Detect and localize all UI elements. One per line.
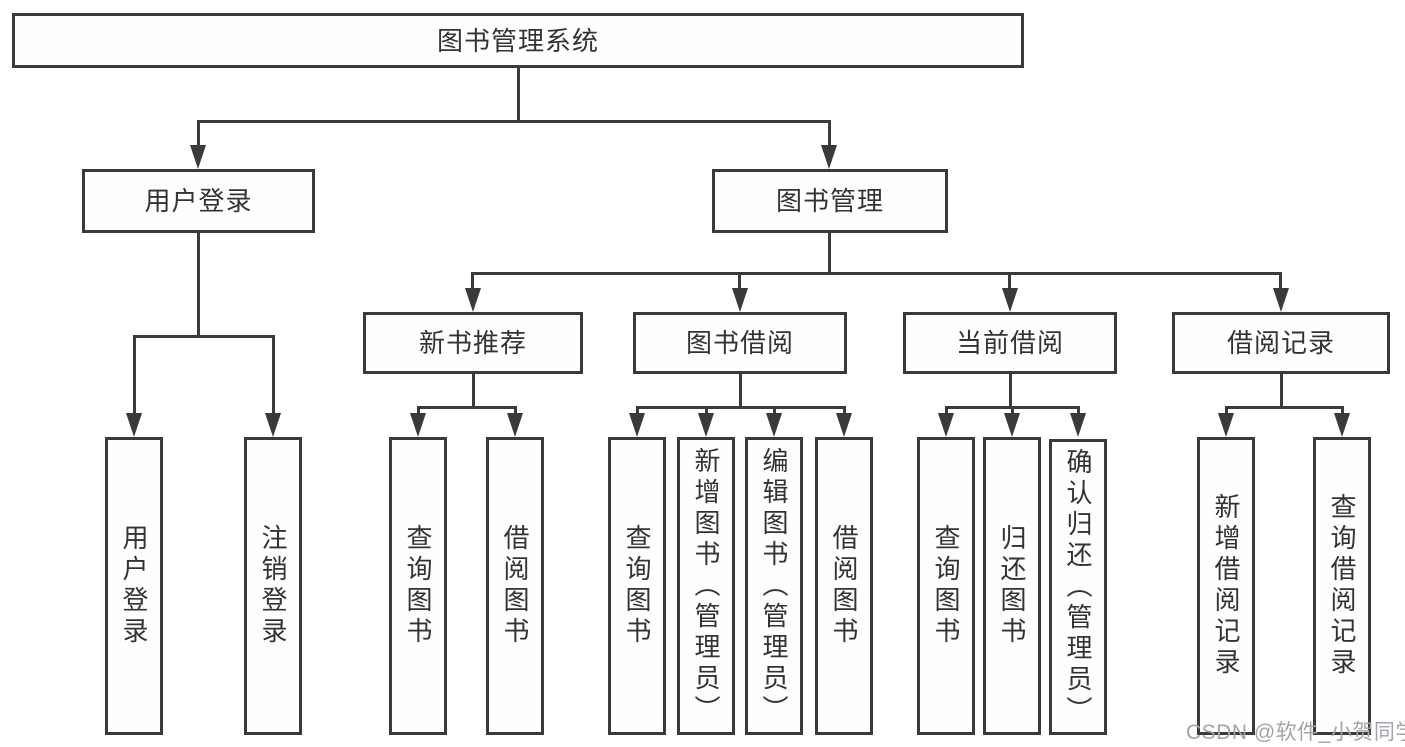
connector-line [197,120,200,145]
connector-line [514,406,517,413]
leaf-current-query-books: 查询图书 [917,437,975,735]
connector-line [1280,374,1283,406]
connector-line [1077,406,1080,413]
connector-line [1011,406,1014,413]
leaf-borrowing-query-books: 查询图书 [608,437,666,735]
arrow-down-icon [410,413,426,437]
connector-line [1279,272,1282,288]
leaf-edit-books-admin: 编辑图书（管理员） [745,437,803,735]
csdn-watermark: CSDN @软件_小贺同学 [1186,721,1405,744]
connector-line [828,233,831,272]
arrow-down-icon [938,413,954,437]
connector-line [197,233,200,335]
arrow-down-icon [821,145,837,169]
arrow-down-icon [507,413,523,437]
connector-line [773,406,776,413]
arrow-down-icon [629,413,645,437]
connector-line [945,406,948,413]
leaf-add-books-admin: 新增图书（管理员） [677,437,735,735]
connector-line [705,406,708,413]
node-new-book-recommendation: 新书推荐 [363,312,583,374]
connector-line [517,68,520,120]
connector-line [471,272,474,288]
leaf-logout: 注销登录 [244,437,302,735]
leaf-confirm-return-admin: 确认归还（管理员） [1049,439,1107,735]
arrow-down-icon [265,413,281,437]
leaf-add-borrow-record: 新增借阅记录 [1197,437,1255,735]
node-book-management: 图书管理 [712,169,948,233]
leaf-return-books: 归还图书 [983,437,1041,735]
connector-line [1225,406,1344,409]
connector-line [636,406,846,409]
arrow-down-icon [766,413,782,437]
leaf-recommend-borrow-books: 借阅图书 [486,437,544,735]
connector-line [828,120,831,145]
connector-line [738,272,741,288]
arrow-down-icon [698,413,714,437]
node-current-borrowing: 当前借阅 [903,312,1117,374]
arrow-down-icon [190,145,206,169]
connector-line [417,406,517,409]
arrow-down-icon [1218,413,1234,437]
connector-line [1225,406,1228,413]
arrow-down-icon [1002,288,1018,312]
connector-line [133,335,136,413]
connector-line [843,406,846,413]
connector-line [1009,374,1012,406]
root-node-library-management-system: 图书管理系统 [12,13,1024,68]
arrow-down-icon [1334,413,1350,437]
arrow-down-icon [1004,413,1020,437]
leaf-borrowing-borrow-books: 借阅图书 [815,437,873,735]
leaf-recommend-query-books: 查询图书 [389,437,447,735]
connector-line [472,374,475,406]
arrow-down-icon [836,413,852,437]
leaf-query-borrow-record: 查询借阅记录 [1313,437,1371,735]
node-borrowing-records: 借阅记录 [1172,312,1390,374]
connector-line [272,335,275,413]
node-user-login: 用户登录 [82,169,315,233]
connector-line [197,120,831,123]
connector-line [417,406,420,413]
arrow-down-icon [1070,413,1086,437]
node-book-borrowing: 图书借阅 [633,312,847,374]
arrow-down-icon [465,288,481,312]
connector-line [1008,272,1011,288]
arrow-down-icon [126,413,142,437]
connector-line [739,374,742,406]
connector-line [1341,406,1344,413]
arrow-down-icon [732,288,748,312]
leaf-user-login: 用户登录 [105,437,163,735]
connector-line [636,406,639,413]
connector-line [471,272,1282,275]
arrow-down-icon [1273,288,1289,312]
connector-line [133,335,275,338]
